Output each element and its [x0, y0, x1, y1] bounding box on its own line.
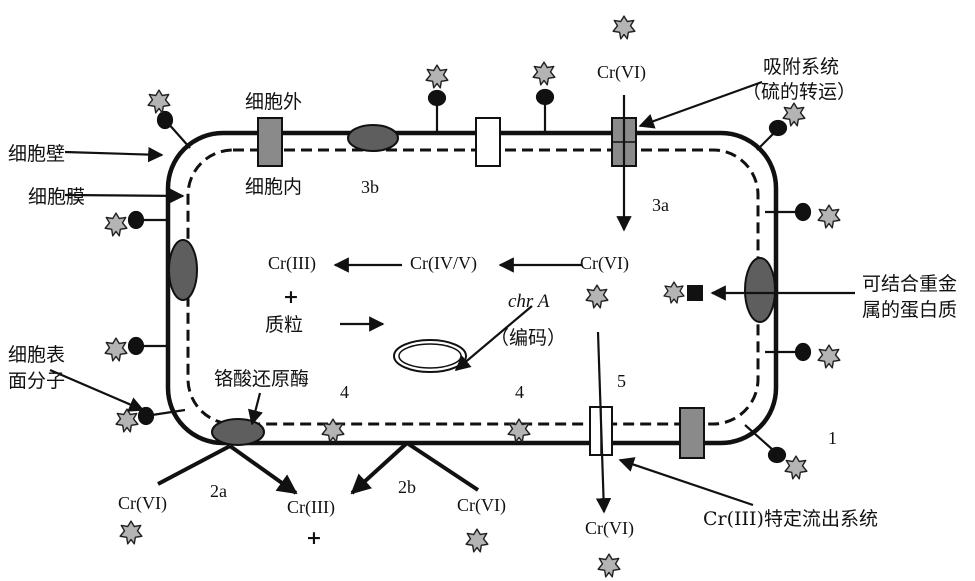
- star-icon: [508, 419, 530, 442]
- right-membrane-protein: [745, 258, 775, 322]
- cr3-inside-label: Cr(III): [268, 253, 316, 274]
- adsorption-system-label-1: 吸附系统: [763, 56, 839, 78]
- pathway-3b-label: 3b: [361, 177, 379, 197]
- pathway-2b-label: 2b: [398, 477, 416, 497]
- pathway-3a-label: 3a: [652, 195, 669, 215]
- star-icon: [664, 282, 684, 303]
- binding-protein-label-2: 属的蛋白质: [862, 299, 957, 321]
- surface-molecule-label-1: 细胞表: [8, 344, 65, 366]
- intracellular-label: 细胞内: [245, 176, 302, 198]
- star-icon: [533, 62, 555, 85]
- cr6-inside-label: Cr(VI): [580, 253, 629, 274]
- plasmid-ring-outer: [394, 340, 466, 372]
- cell-wall-label: 细胞壁: [8, 143, 65, 165]
- surface-molecule-label-2: 面分子: [8, 370, 65, 392]
- extracellular-label: 细胞外: [245, 91, 302, 113]
- pathway-2a-label: 2a: [210, 481, 227, 501]
- star-icon: [783, 103, 805, 126]
- cr6-top-label: Cr(VI): [597, 62, 646, 83]
- binding-protein-label-1: 可结合重金: [862, 273, 957, 295]
- left-membrane-protein: [169, 240, 197, 300]
- star-icon: [785, 456, 807, 479]
- protein-3b: [348, 125, 398, 151]
- efflux-system-label: Cr(III)特定流出系统: [703, 508, 878, 530]
- star-icon: [116, 409, 138, 432]
- star-icon: [818, 345, 840, 368]
- cr6-bottom-mid-label: Cr(VI): [457, 495, 506, 516]
- top-transporter: [258, 118, 282, 166]
- plus-sign-bottom: +: [306, 527, 322, 549]
- cell-membrane-label: 细胞膜: [28, 186, 85, 208]
- pathway-arrows: [50, 82, 855, 512]
- star-icon: [613, 16, 635, 39]
- chra-gene-label: chr A: [508, 291, 550, 312]
- bottom-right-transporter: [680, 408, 704, 458]
- chromate-reductase-enzyme: [212, 419, 264, 445]
- surface-ligands: [129, 90, 810, 462]
- plus-sign-inside: +: [283, 286, 299, 308]
- plasmid-ring-inner: [399, 344, 461, 368]
- cr3-bottom-label: Cr(III): [287, 497, 335, 518]
- reduction-arrows: [158, 443, 478, 493]
- pathway-4-left-label: 4: [340, 382, 349, 402]
- chromate-reductase-label: 铬酸还原酶: [214, 368, 309, 390]
- cr45-label: Cr(IV/V): [410, 253, 477, 274]
- star-icon: [818, 205, 840, 228]
- cr6-bottom-left-label: Cr(VI): [118, 493, 167, 514]
- star-icon: [105, 338, 127, 361]
- pathway-4-right-label: 4: [515, 382, 524, 402]
- pathway-5-label: 5: [617, 371, 626, 391]
- star-icon: [586, 285, 608, 308]
- pathway-1-label: 1: [828, 428, 837, 448]
- encoding-label: （编码）: [490, 327, 566, 349]
- star-icon: [322, 419, 344, 442]
- cr6-bottom-right-label: Cr(VI): [585, 518, 634, 539]
- binding-protein-square: [687, 285, 703, 301]
- star-icon: [466, 529, 488, 552]
- star-icon: [426, 65, 448, 88]
- star-icon: [105, 213, 127, 236]
- adsorption-system-label-2: （硫的转运）: [742, 81, 856, 103]
- top-white-channel: [476, 118, 500, 166]
- star-icon: [598, 554, 620, 577]
- star-icon: [120, 521, 142, 544]
- plasmid-label: 质粒: [265, 314, 303, 336]
- star-icon: [148, 90, 170, 113]
